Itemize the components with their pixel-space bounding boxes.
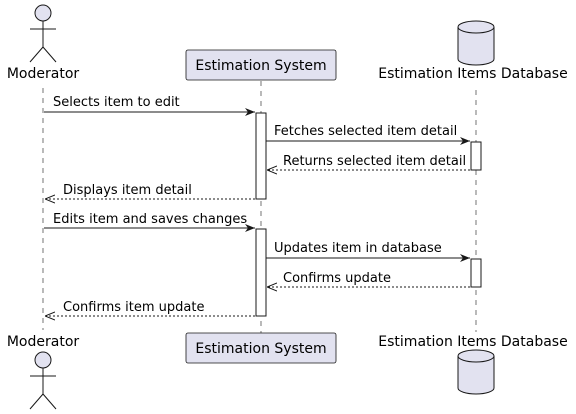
- message-6: Updates item in database: [266, 241, 470, 262]
- participant-system-bottom: Estimation System: [185, 332, 337, 364]
- message-2: Fetches selected item detail: [266, 124, 470, 145]
- actor-label: Moderator: [7, 66, 80, 82]
- message-label: Edits item and saves changes: [53, 212, 247, 227]
- database-cylinder-icon: [457, 349, 495, 395]
- message-5: Edits item and saves changes: [44, 212, 255, 232]
- database-cylinder-icon: [457, 20, 495, 66]
- message-7: Confirms update: [267, 271, 470, 287]
- activation-db-1: [470, 141, 482, 171]
- participant-system-top: Estimation System: [185, 49, 337, 81]
- actor-label: Moderator: [7, 334, 80, 350]
- message-label: Confirms item update: [63, 300, 204, 315]
- activation-system-1: [255, 112, 267, 200]
- participant-label: Estimation System: [195, 58, 326, 74]
- message-4: Displays item detail: [45, 183, 255, 199]
- message-label: Returns selected item detail: [283, 154, 466, 169]
- actor-moderator-bottom: Moderator: [7, 334, 80, 410]
- message-label: Selects item to edit: [53, 95, 180, 110]
- message-label: Confirms update: [283, 271, 391, 286]
- actor-figure-icon: [29, 351, 57, 410]
- database-label: Estimation Items Database: [378, 334, 567, 350]
- database-db-bottom: Estimation Items Database: [378, 334, 568, 395]
- activation-system-2: [255, 228, 267, 317]
- database-db-top: Estimation Items Database: [378, 20, 568, 82]
- message-1: Selects item to edit: [44, 95, 255, 116]
- actor-figure-icon: [29, 4, 57, 63]
- activation-db-2: [470, 258, 482, 288]
- database-label: Estimation Items Database: [378, 66, 567, 82]
- message-3: Returns selected item detail: [267, 154, 470, 170]
- message-label: Updates item in database: [274, 241, 442, 256]
- message-8: Confirms item update: [45, 300, 255, 316]
- message-label: Fetches selected item detail: [274, 124, 457, 139]
- participant-label: Estimation System: [195, 341, 326, 357]
- message-label: Displays item detail: [63, 183, 192, 198]
- actor-moderator-top: Moderator: [7, 4, 80, 82]
